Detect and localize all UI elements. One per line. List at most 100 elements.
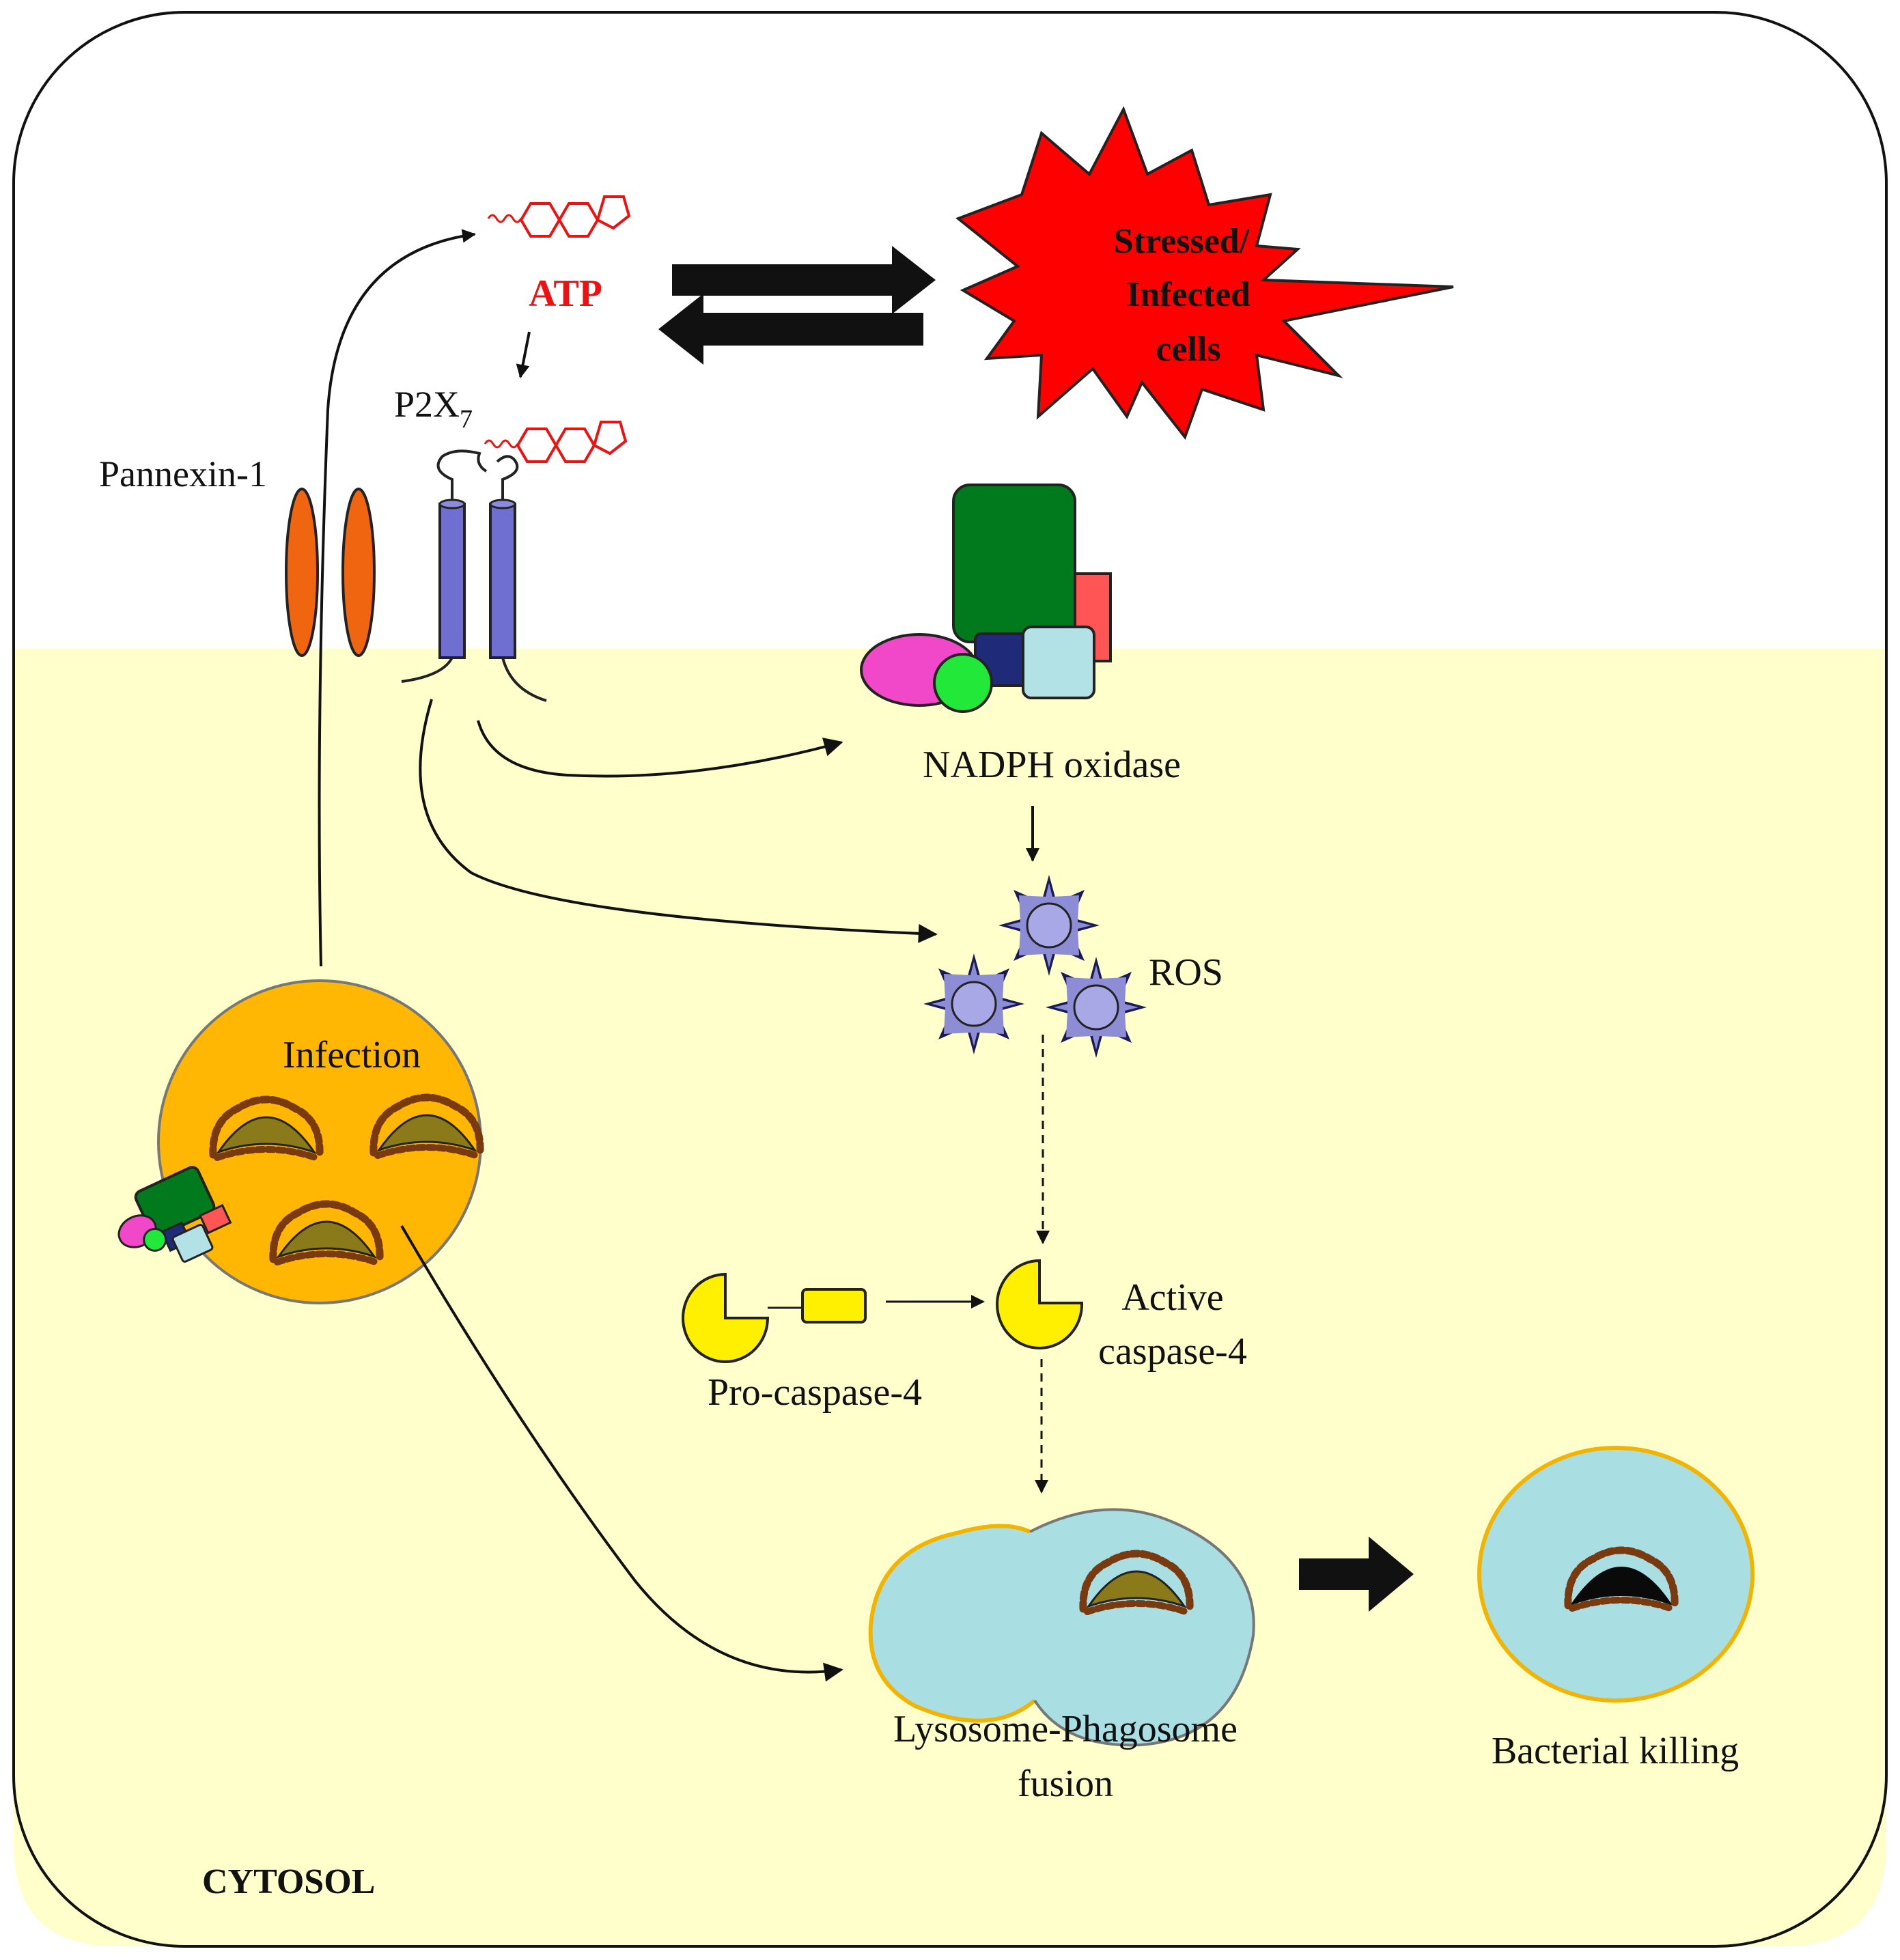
lipid-head: [1315, 631, 1330, 646]
lipid-tail: [1161, 557, 1171, 629]
lipid-head: [891, 540, 906, 555]
lipid-tail: [1569, 557, 1579, 629]
lipid-head: [27, 631, 42, 646]
lipid-head: [1457, 631, 1472, 646]
lipid-head: [1818, 540, 1833, 555]
stressed-infected-cells-label: Stressed/ Infected cells: [1114, 222, 1251, 369]
lipid-head: [1692, 631, 1707, 646]
lipid-head: [1363, 540, 1378, 555]
lipid-head: [1111, 540, 1126, 555]
lipid-tail: [1664, 557, 1673, 629]
lipid-head: [247, 540, 262, 555]
lipid-head: [530, 631, 545, 646]
lipid-head: [656, 631, 671, 646]
lipid-head: [876, 540, 891, 555]
lipid-tail: [800, 557, 809, 629]
lipid-head: [797, 631, 812, 646]
lipid-tail: [564, 557, 574, 629]
lipid-tail: [768, 557, 778, 629]
ros-label: ROS: [1149, 951, 1223, 994]
lipid-tail: [1821, 557, 1830, 629]
lipid-tail: [156, 557, 165, 629]
lipid-head: [1849, 540, 1864, 555]
lipid-head: [1535, 631, 1550, 646]
lipid-head: [1771, 631, 1786, 646]
lipid-head: [263, 540, 278, 555]
lipid-head: [1692, 540, 1707, 555]
lipid-tail: [203, 557, 212, 629]
lipid-head: [122, 631, 137, 646]
lipid-tail: [1601, 557, 1610, 629]
lipid-head: [718, 631, 734, 646]
lipid-head: [703, 540, 718, 555]
lipid-tail: [611, 557, 621, 629]
lipid-head: [1080, 540, 1095, 555]
lipid-head: [1095, 540, 1110, 555]
lipid-head: [1708, 540, 1723, 555]
lipid-tail: [1412, 557, 1422, 629]
lipid-tail: [690, 557, 699, 629]
lipid-tail: [266, 557, 275, 629]
pannexin-1-label: Pannexin-1: [99, 453, 267, 494]
lipid-tail: [250, 557, 260, 629]
lipid-head: [703, 631, 718, 646]
lipid-head: [74, 540, 89, 555]
lipid-head: [1771, 540, 1786, 555]
lipid-head: [1520, 540, 1535, 555]
lipid-head: [1740, 540, 1755, 555]
lipid-head: [467, 631, 482, 646]
lipid-head: [216, 540, 231, 555]
lipid-tail: [1287, 557, 1296, 629]
lipid-head: [671, 631, 686, 646]
lipid-head: [1205, 540, 1220, 555]
lipid-tail: [329, 557, 338, 629]
lipid-head: [232, 631, 247, 646]
lipid-tail: [1318, 557, 1328, 629]
lipid-head: [153, 540, 168, 555]
bacterial-killing-vesicle: [1477, 1446, 1755, 1703]
lipid-head: [860, 631, 875, 646]
lipid-head: [1363, 631, 1378, 646]
lipid-tail: [1522, 557, 1532, 629]
lipid-tail: [423, 557, 432, 629]
lipid-head: [609, 631, 624, 646]
lipid-head: [1661, 540, 1676, 555]
arrow-p2x7-to-nadph: [477, 720, 843, 778]
lipid-head: [1630, 631, 1645, 646]
lipid-head: [1724, 631, 1739, 646]
lipid-head: [232, 540, 247, 555]
lipid-head: [420, 540, 435, 555]
lipid-head: [216, 631, 231, 646]
lipid-head: [153, 631, 168, 646]
arrow-p2x7-to-ros: [419, 699, 938, 943]
lipid-head: [1472, 540, 1487, 555]
lipid-tail: [1428, 557, 1438, 629]
lipid-head: [263, 631, 278, 646]
lipid-head: [1331, 540, 1346, 555]
cytosol-label: CYTOSOL: [202, 1862, 375, 1901]
lipid-tail: [596, 557, 605, 629]
lipid-tail: [1224, 557, 1233, 629]
lipid-head: [1143, 540, 1158, 555]
lipid-head: [1221, 631, 1236, 646]
lipid-head: [844, 631, 859, 646]
lipid-head: [59, 631, 74, 646]
lipid-tail: [391, 557, 401, 629]
lipid-tail: [376, 557, 385, 629]
lipid-head: [1378, 631, 1393, 646]
svg-text:Lysosome-Phagosome: Lysosome-Phagosome: [893, 1708, 1238, 1750]
lipid-head: [844, 540, 859, 555]
lipid-tail: [831, 557, 841, 629]
atp-label: ATP: [529, 272, 602, 315]
block-arrow-left: [658, 294, 923, 365]
lipid-tail: [1868, 557, 1877, 629]
lipid-head: [1410, 540, 1425, 555]
lipid-head: [90, 540, 105, 555]
lipid-head: [1205, 631, 1220, 646]
lipid-head: [546, 540, 561, 555]
lipid-head: [687, 631, 702, 646]
lipid-head: [1315, 540, 1330, 555]
lipid-head: [624, 540, 639, 555]
infection-vacuole: [117, 979, 481, 1304]
lipid-tail: [109, 557, 118, 629]
